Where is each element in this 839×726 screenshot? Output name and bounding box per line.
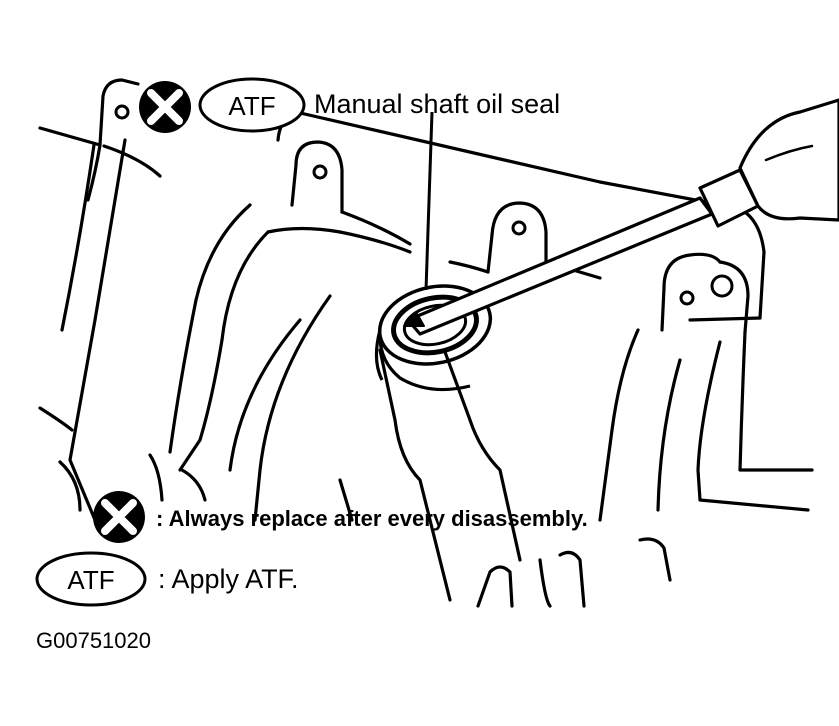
callout-replace-icon — [139, 81, 191, 133]
oil-seal-rings — [374, 284, 493, 392]
legend-atf-text: : Apply ATF. — [158, 564, 299, 594]
figure-code: G00751020 — [36, 628, 151, 653]
bolt-holes — [114, 104, 734, 306]
legend-replace-icon — [93, 491, 145, 543]
callout-atf-badge: ATF — [198, 77, 306, 133]
legend-atf-badge: ATF — [35, 551, 147, 607]
callout-leader-line — [424, 111, 434, 291]
callout-atf-badge-label: ATF — [228, 91, 275, 121]
screwdriver — [403, 98, 839, 336]
legend-replace-text: : Always replace after every disassembly… — [156, 506, 588, 531]
callout-label: Manual shaft oil seal — [314, 89, 560, 119]
legend-atf-badge-label: ATF — [67, 565, 114, 595]
